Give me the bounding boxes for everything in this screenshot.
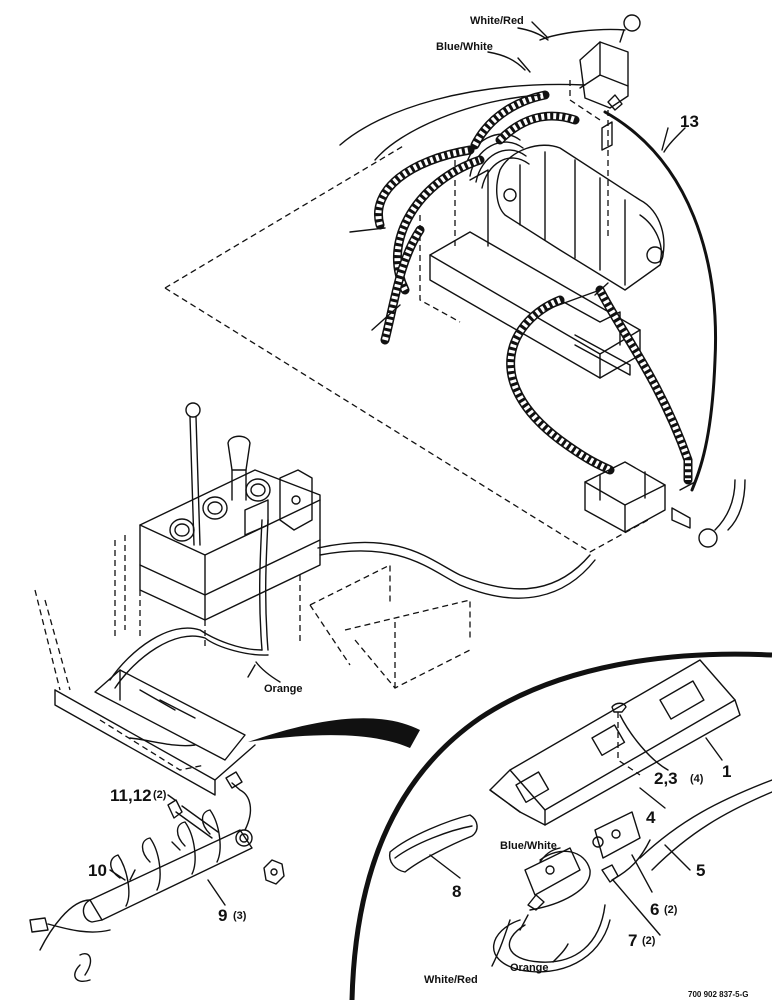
- detail-arrow: [248, 651, 772, 1000]
- callout-13: 13: [680, 112, 699, 131]
- label-blue-white-top: Blue/White: [436, 41, 493, 53]
- detail-brackets: [524, 811, 641, 911]
- callout-5: 5: [696, 861, 705, 880]
- label-orange-detail: Orange: [510, 962, 549, 974]
- label-white-red-top: White/Red: [470, 15, 524, 27]
- switch-module: [569, 14, 641, 240]
- callout-8: 8: [452, 882, 461, 901]
- callout-6-qty: (2): [664, 904, 678, 916]
- callout-numbers: 13 1 2,3 (4) 4 5 6 (2) 7 (2) 8 11,12 (2)…: [88, 112, 731, 950]
- top-wires: [339, 21, 718, 492]
- leader-lines: [109, 27, 723, 967]
- floor-shield: [54, 669, 256, 796]
- detail-clamp-pad: [388, 814, 478, 873]
- callout-9-qty: (3): [233, 910, 247, 922]
- label-orange-mid: Orange: [264, 683, 303, 695]
- callout-6: 6: [650, 900, 659, 919]
- callout-9: 9: [218, 906, 227, 925]
- detail-shield-plate: [489, 659, 741, 848]
- callout-2-3-qty: (4): [690, 773, 704, 785]
- control-console: [34, 402, 596, 691]
- hydraulic-pump-assembly: [349, 90, 693, 485]
- callout-1: 1: [722, 762, 731, 781]
- wire-color-labels: White/Red Blue/White Orange Blue/White O…: [264, 15, 557, 986]
- callout-11-12: 11,12: [110, 786, 152, 805]
- harness-assembly: [29, 771, 285, 982]
- detail-wires: [492, 779, 772, 973]
- callout-10: 10: [88, 861, 107, 880]
- control-valve: [584, 461, 746, 548]
- callout-7: 7: [628, 931, 637, 950]
- label-blue-white-detail: Blue/White: [500, 840, 557, 852]
- callout-11-12-qty: (2): [153, 789, 167, 801]
- callout-7-qty: (2): [642, 935, 656, 947]
- callout-2-3: 2,3: [654, 769, 678, 788]
- part-number: 700 902 837-5-G: [688, 990, 749, 999]
- callout-4: 4: [646, 808, 656, 827]
- label-white-red-detail: White/Red: [424, 974, 478, 986]
